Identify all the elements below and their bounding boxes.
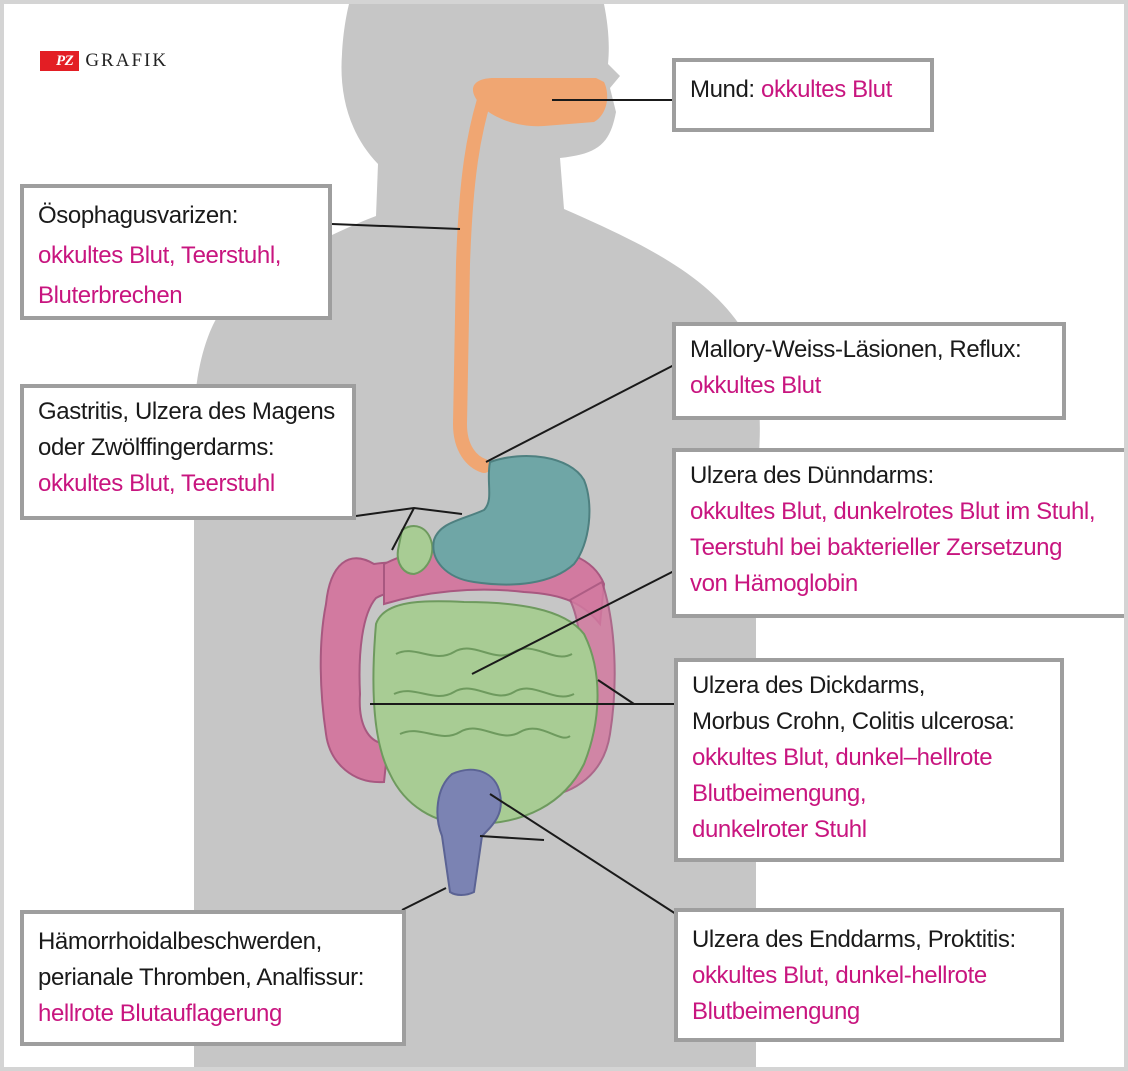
stomach: [432, 455, 591, 586]
callout-dickdarm-title-2: Morbus Crohn, Colitis ulcerosa:: [692, 708, 1015, 735]
callout-oesophagus-highlight-2: Bluterbrechen: [38, 282, 183, 309]
callout-mallory: Mallory-Weiss-Läsionen, Reflux: okkultes…: [672, 322, 1066, 420]
callout-haemorrhoiden-title-1: Hämorrhoidalbeschwerden,: [38, 928, 322, 955]
callout-haemorrhoiden-highlight: hellrote Blutauflagerung: [38, 1000, 282, 1027]
small-intestine: [372, 525, 599, 826]
leader-line-dickdarm-c: [479, 835, 545, 841]
callout-enddarm-highlight-1: okkultes Blut, dunkel-hellrote: [692, 962, 987, 989]
callout-oesophagus-highlight-1: okkultes Blut, Teerstuhl,: [38, 242, 282, 269]
pz-grafik-logo: PZ GRAFIK: [40, 50, 168, 72]
callout-mallory-title: Mallory-Weiss-Läsionen, Reflux:: [690, 336, 1022, 363]
leader-line-enddarm: [489, 793, 677, 915]
callout-dickdarm-highlight-2: Blutbeimengung,: [692, 780, 867, 807]
callout-duenndarm-title: Ulzera des Dünndarms:: [690, 462, 934, 489]
callout-oesophagus-title: Ösophagusvarizen:: [38, 202, 238, 229]
callout-mund-title: Mund:: [690, 76, 755, 103]
callout-oesophagus: Ösophagusvarizen: okkultes Blut, Teerstu…: [20, 184, 332, 320]
callout-duenndarm: Ulzera des Dünndarms: okkultes Blut, dun…: [672, 448, 1124, 618]
leader-line-mallory: [485, 363, 677, 463]
callout-mallory-highlight: okkultes Blut: [690, 372, 821, 399]
rectum: [436, 768, 502, 896]
callout-mund-line: Mund: okkultes Blut: [690, 72, 916, 108]
leader-line-oesophagus: [331, 223, 461, 230]
callout-enddarm: Ulzera des Enddarms, Proktitis: okkultes…: [674, 908, 1064, 1042]
callout-duenndarm-highlight-3: von Hämoglobin: [690, 570, 858, 597]
callout-duenndarm-highlight-2: Teerstuhl bei bakterieller Zersetzung: [690, 534, 1063, 561]
logo-badge: PZ: [40, 51, 80, 71]
callout-mund: Mund: okkultes Blut: [672, 58, 934, 132]
body-anatomy-illustration: [192, 4, 760, 1067]
callout-gastritis-highlight: okkultes Blut, Teerstuhl: [38, 470, 275, 497]
callout-haemorrhoiden-title-2: perianale Thromben, Analfissur:: [38, 964, 365, 991]
callout-dickdarm-highlight-1: okkultes Blut, dunkel–hellrote: [692, 744, 993, 771]
callout-enddarm-title: Ulzera des Enddarms, Proktitis:: [692, 926, 1016, 953]
callout-haemorrhoiden: Hämorrhoidalbeschwerden, perianale Throm…: [20, 910, 406, 1046]
callout-gastritis-title-1: Gastritis, Ulzera des Magens: [38, 398, 335, 425]
esophagus: [452, 78, 608, 473]
leader-line-gastritis-b: [391, 507, 415, 551]
callout-dickdarm-highlight-3: dunkelroter Stuhl: [692, 816, 867, 843]
callout-gastritis-title-2: oder Zwölffingerdarms:: [38, 434, 275, 461]
callout-gastritis: Gastritis, Ulzera des Magens oder Zwölff…: [20, 384, 356, 520]
leader-line-haemorrhoiden: [401, 887, 447, 911]
callout-dickdarm-title-1: Ulzera des Dickdarms,: [692, 672, 925, 699]
callout-dickdarm: Ulzera des Dickdarms, Morbus Crohn, Coli…: [674, 658, 1064, 862]
callout-enddarm-highlight-2: Blutbeimengung: [692, 998, 860, 1025]
leader-line-dickdarm-b: [597, 679, 635, 705]
callout-duenndarm-highlight-1: okkultes Blut, dunkelrotes Blut im Stuhl…: [690, 498, 1096, 525]
logo-text: GRAFIK: [85, 50, 169, 71]
callout-mund-highlight: okkultes Blut: [761, 76, 892, 103]
leader-lines: [331, 99, 678, 915]
leader-line-duenndarm: [471, 569, 677, 675]
